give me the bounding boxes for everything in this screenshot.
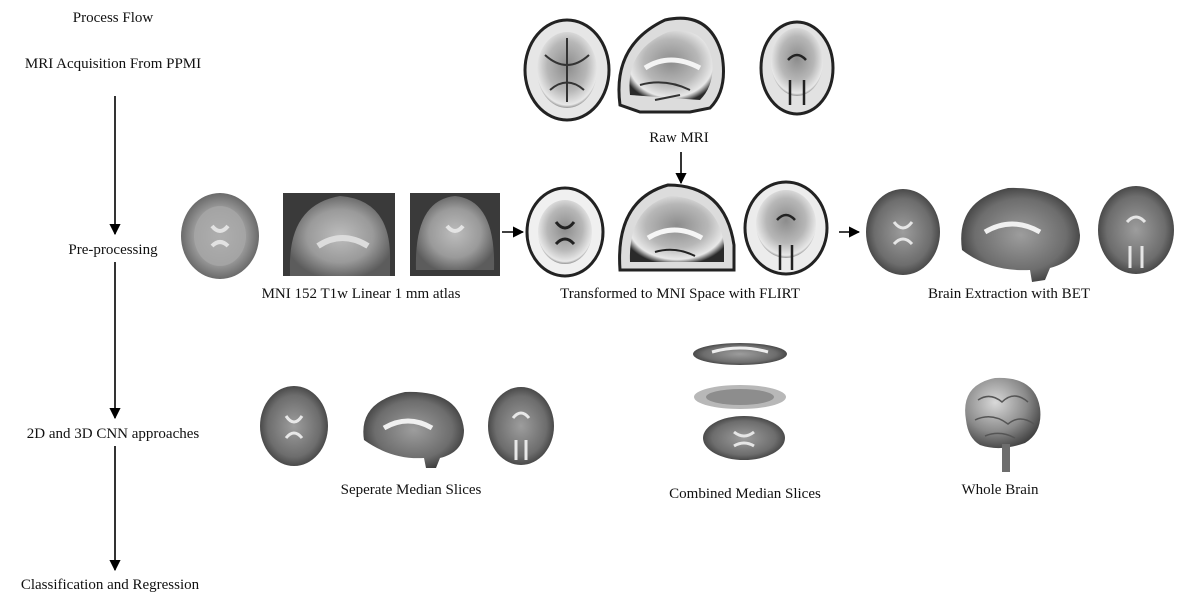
step-pre-processing: Pre-processing [68, 242, 158, 258]
atlas-coronal [410, 193, 500, 276]
process-flow-title: Process Flow [72, 10, 154, 26]
flirt-sagittal [618, 183, 736, 272]
caption-whole-brain: Whole Brain [961, 482, 1039, 498]
raw-mri-coronal [759, 20, 835, 116]
whole-brain-render [965, 377, 1041, 472]
combined-coronal-slice [703, 416, 785, 460]
bet-axial [866, 189, 940, 275]
separate-coronal-slice [488, 387, 554, 465]
bet-sagittal [961, 187, 1080, 282]
bet-coronal [1098, 186, 1174, 274]
atlas-sagittal [283, 193, 395, 276]
combined-sagittal-slice [693, 343, 787, 365]
combined-axial-slice [694, 385, 786, 409]
caption-separate-slices: Seperate Median Slices [340, 482, 482, 498]
step-cnn-approaches: 2D and 3D CNN approaches [26, 426, 200, 442]
separate-axial-slice [260, 386, 328, 466]
caption-bet: Brain Extraction with BET [927, 286, 1091, 302]
caption-raw-mri: Raw MRI [649, 130, 709, 146]
separate-sagittal-slice [363, 391, 464, 468]
flirt-axial [525, 186, 605, 278]
raw-mri-sagittal [617, 16, 725, 114]
flirt-coronal [743, 180, 829, 276]
raw-mri-axial [523, 18, 611, 122]
caption-mni-atlas: MNI 152 T1w Linear 1 mm atlas [261, 286, 461, 302]
caption-combined-slices: Combined Median Slices [669, 486, 821, 502]
atlas-axial [181, 193, 259, 279]
caption-flirt: Transformed to MNI Space with FLIRT [560, 286, 800, 302]
step-classification-regression: Classification and Regression [20, 577, 200, 593]
step-mri-acquisition: MRI Acquisition From PPMI [24, 56, 202, 72]
